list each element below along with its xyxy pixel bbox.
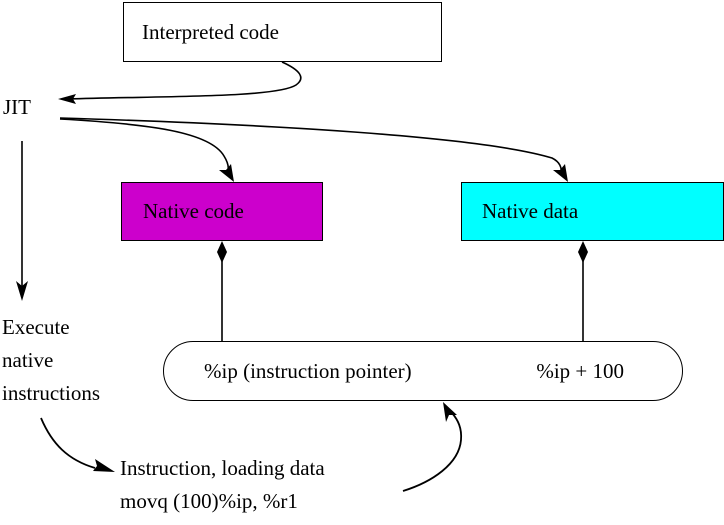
node-interpreted-code-label: Interpreted code xyxy=(142,19,280,44)
node-native-code[interactable]: Native code xyxy=(121,182,323,241)
label-jit: JIT xyxy=(3,95,31,119)
label-execute-native-instructions: Execute native instructions xyxy=(2,315,100,405)
node-native-code-label: Native code xyxy=(143,199,244,223)
node-interpreted-code[interactable]: Interpreted code xyxy=(123,2,442,62)
instruction-pointer-label: %ip (instruction pointer) xyxy=(204,358,412,383)
edge-execute-native-to-instruction xyxy=(40,417,115,472)
edge-jit-to-native-data xyxy=(59,117,568,182)
label-instruction-loading-data: Instruction, loading data movq (100)%ip,… xyxy=(120,456,325,513)
edge-interpreted-code-to-jit xyxy=(58,61,302,104)
node-native-data-label: Native data xyxy=(482,199,579,223)
node-native-data[interactable]: Native data xyxy=(461,182,724,241)
node-instruction-pointer-box[interactable]: %ip (instruction pointer) %ip + 100 xyxy=(163,341,683,401)
instruction-pointer-offset-label: %ip + 100 xyxy=(536,358,624,383)
edge-instruction-to-ip-box xyxy=(402,402,463,492)
edge-jit-to-execute-native xyxy=(16,141,28,301)
edge-ip-box-to-native-code xyxy=(217,241,227,341)
edge-ip-box-to-native-data xyxy=(578,241,588,341)
edge-jit-to-native-code xyxy=(59,118,234,182)
